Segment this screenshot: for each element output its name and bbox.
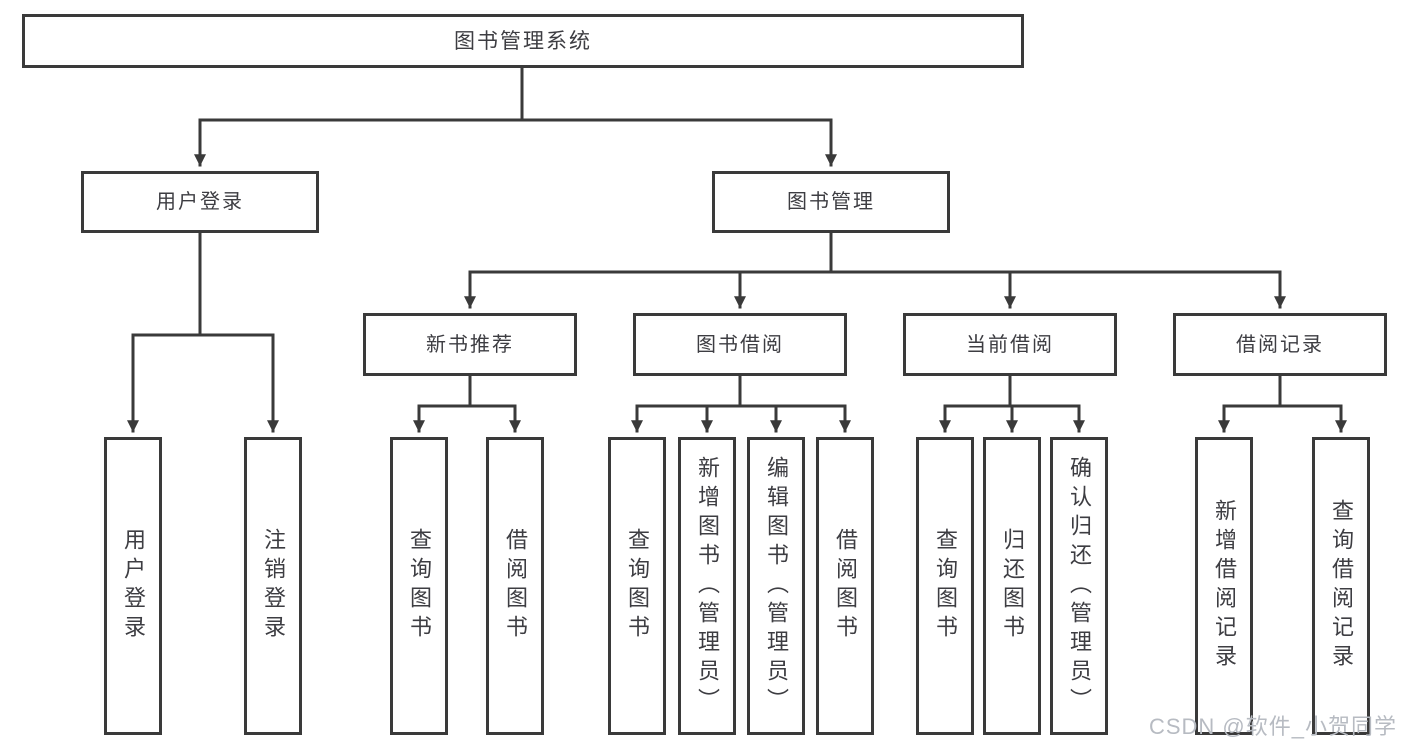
node-leaf-add-borrow-record: 新增借阅记录 bbox=[1195, 437, 1253, 735]
node-leaf-logout: 注销登录 bbox=[244, 437, 302, 735]
node-current-borrow: 当前借阅 bbox=[903, 313, 1117, 376]
node-leaf-borrow-query-books: 查询图书 bbox=[608, 437, 666, 735]
node-label: 新书推荐 bbox=[426, 333, 514, 356]
node-label: 用户登录 bbox=[121, 528, 146, 644]
node-leaf-recommend-borrow-books: 借阅图书 bbox=[486, 437, 544, 735]
node-borrow-records: 借阅记录 bbox=[1173, 313, 1387, 376]
node-label: 借阅图书 bbox=[833, 528, 858, 644]
node-label: 查询图书 bbox=[407, 528, 432, 644]
node-book-borrow: 图书借阅 bbox=[633, 313, 847, 376]
node-leaf-borrow-books: 借阅图书 bbox=[816, 437, 874, 735]
node-label: 归还图书 bbox=[1000, 528, 1025, 644]
node-label: 借阅记录 bbox=[1236, 333, 1324, 356]
node-new-book-recommend: 新书推荐 bbox=[363, 313, 577, 376]
node-leaf-confirm-return-admin: 确认归还（管理员） bbox=[1050, 437, 1108, 735]
node-book-management: 图书管理 bbox=[712, 171, 950, 233]
node-label: 图书借阅 bbox=[696, 333, 784, 356]
node-label: 新增图书（管理员） bbox=[695, 455, 720, 717]
node-label: 查询图书 bbox=[933, 528, 958, 644]
node-leaf-return-books: 归还图书 bbox=[983, 437, 1041, 735]
node-leaf-add-books-admin: 新增图书（管理员） bbox=[678, 437, 736, 735]
node-label: 图书管理系统 bbox=[454, 29, 592, 53]
node-label: 图书管理 bbox=[787, 191, 875, 213]
node-label: 查询借阅记录 bbox=[1329, 499, 1354, 673]
node-leaf-current-query-books: 查询图书 bbox=[916, 437, 974, 735]
node-leaf-recommend-query-books: 查询图书 bbox=[390, 437, 448, 735]
node-label: 当前借阅 bbox=[966, 333, 1054, 356]
node-user-login: 用户登录 bbox=[81, 171, 319, 233]
node-label: 查询图书 bbox=[625, 528, 650, 644]
node-leaf-query-borrow-record: 查询借阅记录 bbox=[1312, 437, 1370, 735]
node-label: 借阅图书 bbox=[503, 528, 528, 644]
node-label: 注销登录 bbox=[261, 528, 286, 644]
node-leaf-user-login: 用户登录 bbox=[104, 437, 162, 735]
node-label: 用户登录 bbox=[156, 191, 244, 213]
node-root: 图书管理系统 bbox=[22, 14, 1024, 68]
node-label: 确认归还（管理员） bbox=[1067, 455, 1092, 717]
node-label: 新增借阅记录 bbox=[1212, 499, 1237, 673]
node-label: 编辑图书（管理员） bbox=[764, 455, 789, 717]
node-leaf-edit-books-admin: 编辑图书（管理员） bbox=[747, 437, 805, 735]
watermark-text: CSDN @软件_小贺同学 bbox=[1148, 714, 1397, 739]
